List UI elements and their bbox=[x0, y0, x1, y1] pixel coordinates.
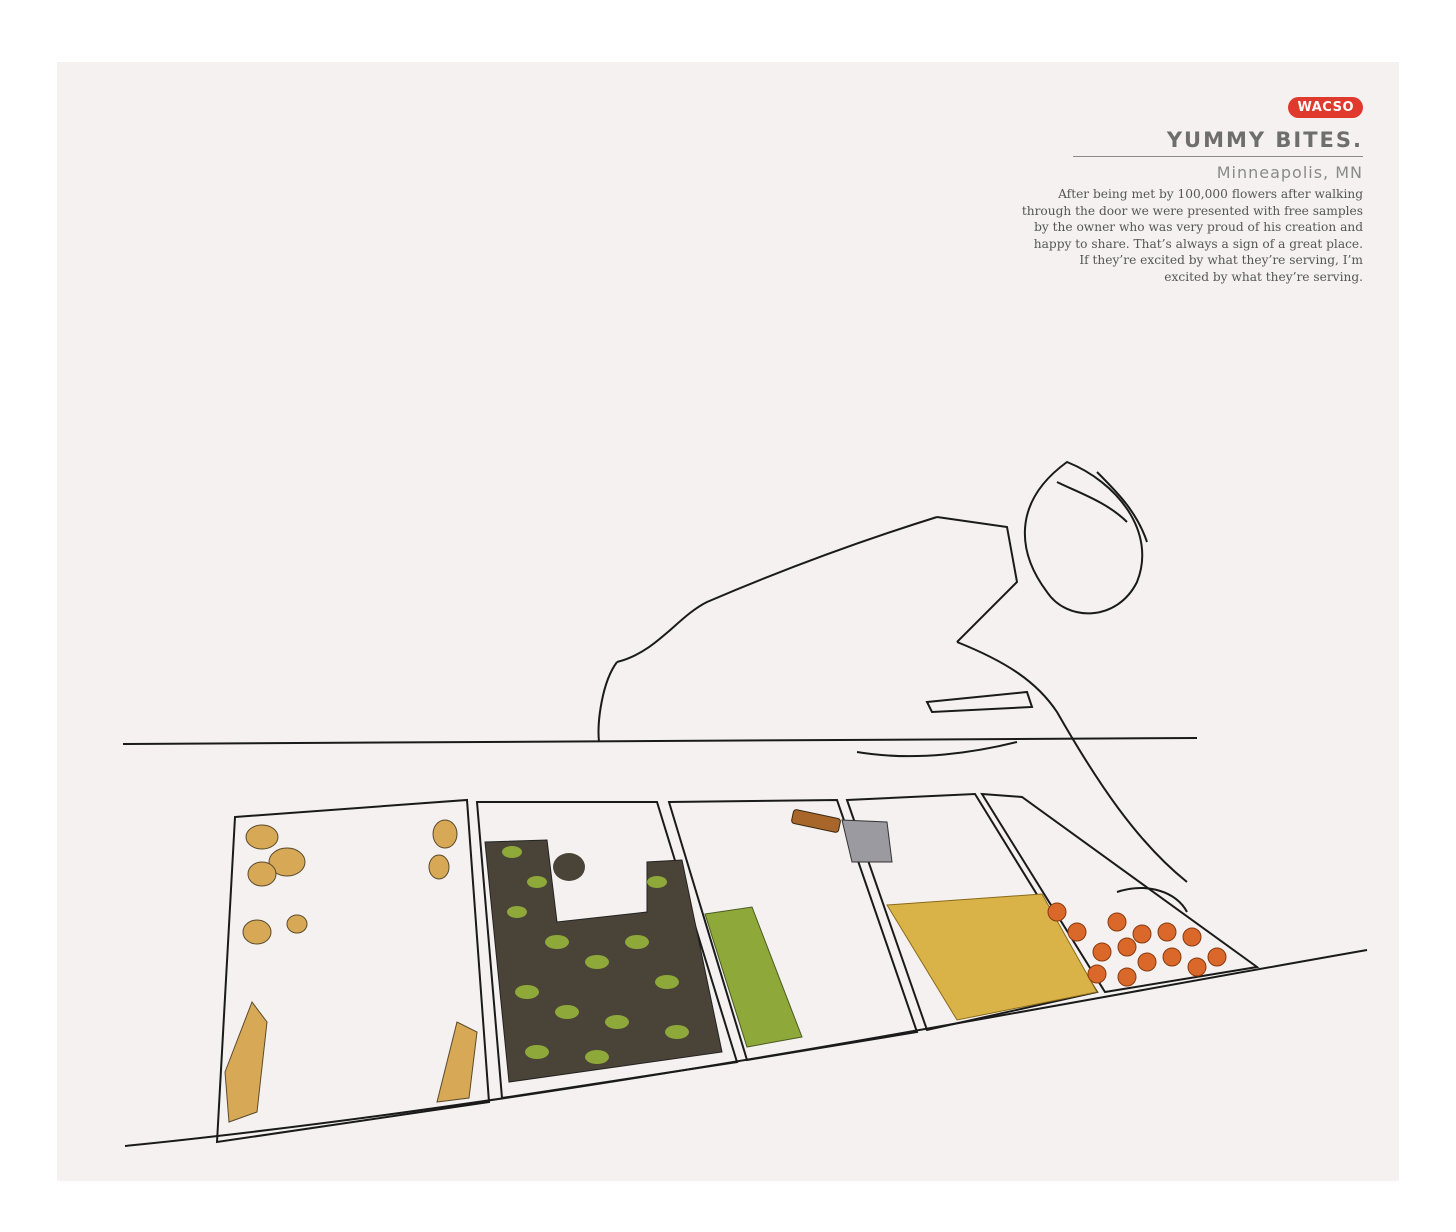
paragraph-line: through the door we were presented with … bbox=[1021, 203, 1363, 218]
counter-line bbox=[122, 737, 1198, 745]
tray-1-food bbox=[224, 819, 478, 1123]
tray-2-food bbox=[484, 839, 723, 1083]
tray-3-food bbox=[704, 906, 803, 1048]
food-counter-illustration bbox=[122, 460, 1368, 1147]
poster-header: WACSO YUMMY BITES. Minneapolis, MN After… bbox=[943, 96, 1363, 285]
tray-5-food bbox=[1047, 902, 1227, 987]
person-sketch bbox=[597, 460, 1188, 913]
spatula-icon bbox=[791, 809, 893, 863]
tray-4-food bbox=[886, 893, 1098, 1021]
paragraph-line: If they’re excited by what they’re servi… bbox=[1079, 253, 1363, 267]
description-paragraph: After being met by 100,000 flowers after… bbox=[943, 186, 1363, 285]
poster-title: YUMMY BITES. bbox=[1166, 128, 1363, 152]
brand-badge: WACSO bbox=[1288, 97, 1363, 118]
paragraph-line: After being met by 100,000 flowers after… bbox=[1058, 187, 1363, 201]
paragraph-line: excited by what they’re serving. bbox=[1164, 269, 1363, 284]
poster-card: WACSO YUMMY BITES. Minneapolis, MN After… bbox=[57, 62, 1399, 1181]
paragraph-line: by the owner who was very proud of his c… bbox=[1034, 220, 1363, 234]
location-label: Minneapolis, MN bbox=[1216, 163, 1363, 182]
title-rule bbox=[1073, 156, 1363, 157]
paragraph-line: happy to share. That’s always a sign of … bbox=[1033, 236, 1363, 251]
